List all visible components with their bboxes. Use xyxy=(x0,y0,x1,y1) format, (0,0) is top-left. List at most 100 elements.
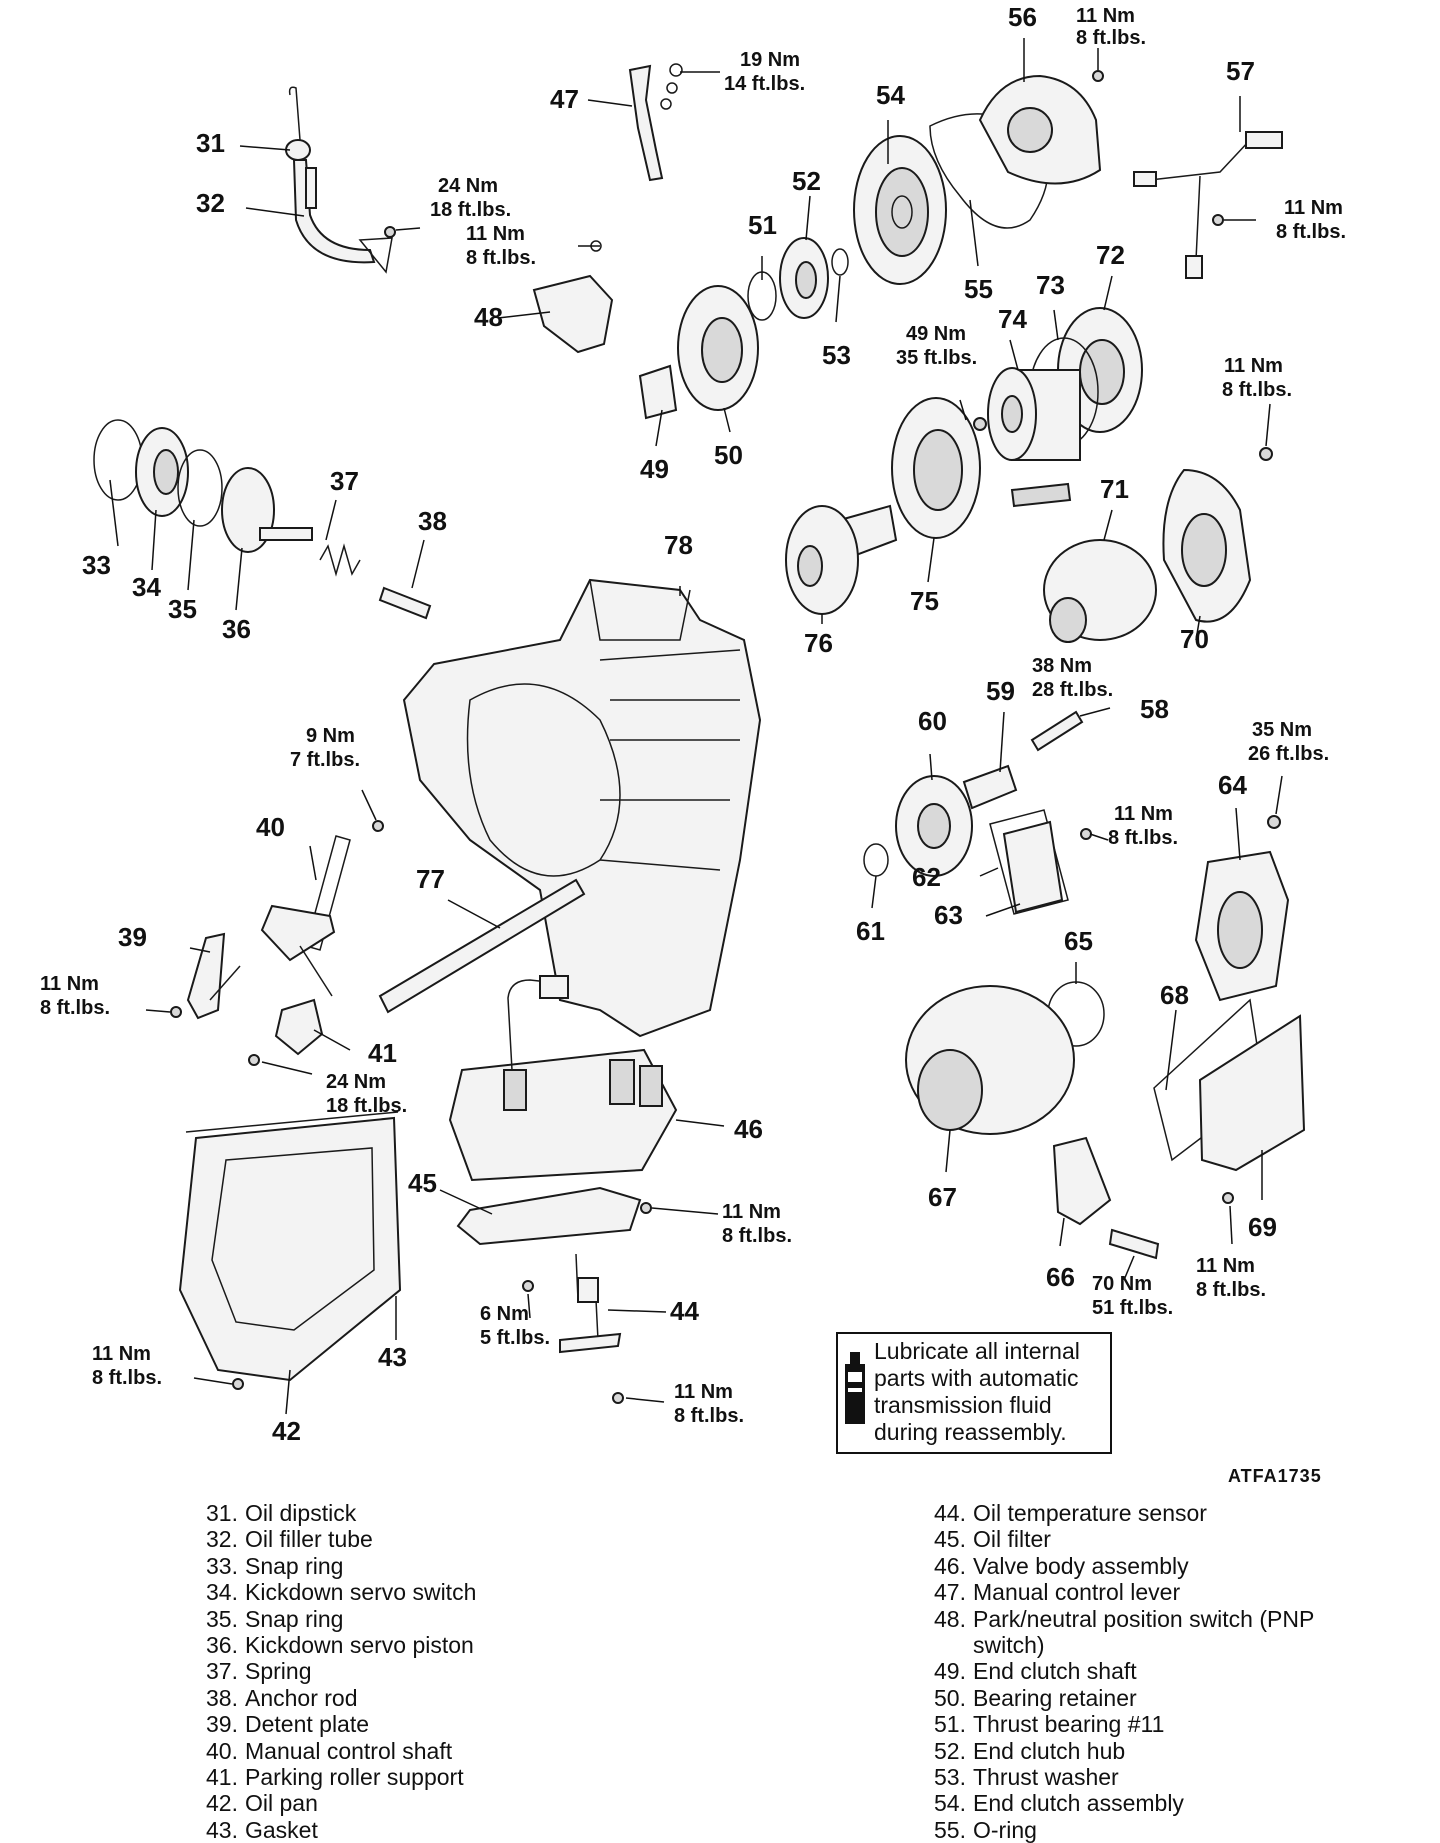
legend-item: 36. Kickdown servo piston xyxy=(190,1632,605,1658)
legend-number: 32. xyxy=(206,1526,238,1553)
legend-label: End clutch assembly xyxy=(973,1790,1184,1817)
legend-item: 47.Manual control lever xyxy=(918,1579,1333,1605)
torque-t70-nm: 11 Nm xyxy=(1224,355,1283,377)
parking-roller-support-part xyxy=(274,998,324,1056)
legend-number: 39. xyxy=(206,1711,238,1738)
legend-number: 48. xyxy=(934,1605,966,1632)
snap-ring-35-part xyxy=(177,449,223,527)
torque-t44-ftlbs: 5 ft.lbs. xyxy=(480,1327,550,1349)
torque-t42-ftlbs: 8 ft.lbs. xyxy=(92,1367,162,1389)
callout-60: 60 xyxy=(918,706,947,736)
callout-50: 50 xyxy=(714,440,743,470)
torque-t57-nm: 11 Nm xyxy=(1284,197,1343,219)
callout-70: 70 xyxy=(1180,624,1209,654)
legend-number: 55. xyxy=(934,1816,966,1843)
legend-item: 45. Oil filter xyxy=(918,1526,1333,1552)
legend-item: 31.Oil dipstick xyxy=(190,1500,605,1526)
callout-62: 62 xyxy=(912,862,941,892)
bolt-58-part xyxy=(1030,710,1084,752)
legend-number: 47. xyxy=(934,1579,966,1606)
legend-number: 45. xyxy=(934,1526,966,1553)
legend-label: Thrust washer xyxy=(973,1764,1119,1791)
callout-39: 39 xyxy=(118,922,147,952)
torque-t75-nm: 49 Nm xyxy=(906,323,966,345)
callout-61: 61 xyxy=(856,916,885,946)
legend-label: Oil filler tube xyxy=(245,1526,373,1553)
legend-label: Park/neutral position switch (PNP switch… xyxy=(973,1605,1314,1659)
differential-67-part xyxy=(905,985,1075,1135)
torque-t66-nm: 70 Nm xyxy=(1092,1273,1152,1295)
legend-item: 50.Bearing retainer xyxy=(918,1685,1333,1711)
legend-item: 33. Snap ring xyxy=(190,1553,605,1579)
input-shaft-77-part xyxy=(378,878,586,1014)
callout-66: 66 xyxy=(1046,1262,1075,1292)
legend-number: 54. xyxy=(934,1790,966,1817)
legend-label: Oil filter xyxy=(973,1526,1051,1553)
oil-dipstick-part xyxy=(285,86,311,161)
callout-57: 57 xyxy=(1226,56,1255,86)
legend-number: 46. xyxy=(934,1552,966,1579)
callout-34: 34 xyxy=(132,572,161,602)
legend-number: 34. xyxy=(206,1579,238,1606)
torque-t42-nm: 11 Nm xyxy=(92,1343,151,1365)
torque-specs: 11 Nm 8 ft.lbs. 19 Nm 14 ft.lbs. 24 Nm 1… xyxy=(40,5,1346,1427)
leader-lines xyxy=(109,38,1283,1415)
legend-item: 43.Gasket xyxy=(190,1817,605,1843)
legend-number: 33. xyxy=(206,1552,238,1579)
callout-58: 58 xyxy=(1140,694,1169,724)
legend-number: 53. xyxy=(934,1764,966,1791)
callout-49: 49 xyxy=(640,454,669,484)
torque-t44b-nm: 11 Nm xyxy=(674,1381,733,1403)
kickdown-servo-switch-part xyxy=(135,427,189,517)
legend-item: 42.Oil pan xyxy=(190,1790,605,1816)
torque-t44b-ftlbs: 8 ft.lbs. xyxy=(674,1405,744,1427)
bolt-70nm-part xyxy=(1108,1228,1160,1260)
callout-33: 33 xyxy=(82,550,111,580)
callout-31: 31 xyxy=(196,128,225,158)
diagram-artwork: 31 32 33 34 35 36 37 38 39 40 41 42 43 4… xyxy=(40,2,1346,1446)
temp-sensor-part xyxy=(559,1253,622,1354)
bearing-retainer-part xyxy=(677,285,759,411)
differential-71-part xyxy=(1043,539,1157,643)
legend-label: Bearing retainer xyxy=(973,1684,1137,1711)
cover-69-part xyxy=(1198,1014,1306,1172)
callout-72: 72 xyxy=(1096,240,1125,270)
torque-t40-ftlbs: 7 ft.lbs. xyxy=(290,749,360,771)
legend-item: 34.Kickdown servo switch xyxy=(190,1579,605,1605)
callout-51: 51 xyxy=(748,210,777,240)
callout-36: 36 xyxy=(222,614,251,644)
legend-label: End clutch hub xyxy=(973,1737,1126,1764)
legend-number: 31. xyxy=(206,1500,238,1526)
callout-65: 65 xyxy=(1064,926,1093,956)
legend-label: Snap ring xyxy=(245,1605,344,1632)
legend-number: 42. xyxy=(206,1790,238,1817)
legend-number: 36. xyxy=(206,1632,238,1659)
legend-label: Kickdown servo piston xyxy=(245,1632,474,1659)
torque-t47-ftlbs: 14 ft.lbs. xyxy=(724,73,805,95)
legend-item: 35.Snap ring xyxy=(190,1606,605,1632)
callout-77: 77 xyxy=(416,864,445,894)
legend-right: 44.Oil temperature sensor 45.Oil filter … xyxy=(918,1500,1333,1843)
cover-56-part xyxy=(978,74,1102,185)
washer-61-part xyxy=(863,843,889,877)
gasket-62-part xyxy=(989,809,1069,915)
legend-label: Anchor rod xyxy=(245,1684,358,1711)
callout-71: 71 xyxy=(1100,474,1129,504)
legend-label: Snap ring xyxy=(245,1552,344,1579)
legend-item: 49.End clutch shaft xyxy=(918,1658,1333,1684)
callout-74: 74 xyxy=(998,304,1027,334)
lubrication-note: Lubricate all internal parts with automa… xyxy=(836,1332,1112,1454)
part-74 xyxy=(987,367,1081,461)
torque-t40-nm: 9 Nm xyxy=(306,725,355,747)
legend-number: 43. xyxy=(206,1816,238,1843)
oil-pan-part xyxy=(178,1116,402,1382)
callout-32: 32 xyxy=(196,188,225,218)
callout-48: 48 xyxy=(474,302,503,332)
torque-t48-nm: 11 Nm xyxy=(466,223,525,245)
thrust-washer-part xyxy=(831,248,849,276)
bearing-75-part xyxy=(891,397,981,539)
torque-t39-ftlbs: 8 ft.lbs. xyxy=(40,997,110,1019)
torque-t32-ftlbs: 18 ft.lbs. xyxy=(430,199,511,221)
end-clutch-shaft-part xyxy=(638,364,678,420)
